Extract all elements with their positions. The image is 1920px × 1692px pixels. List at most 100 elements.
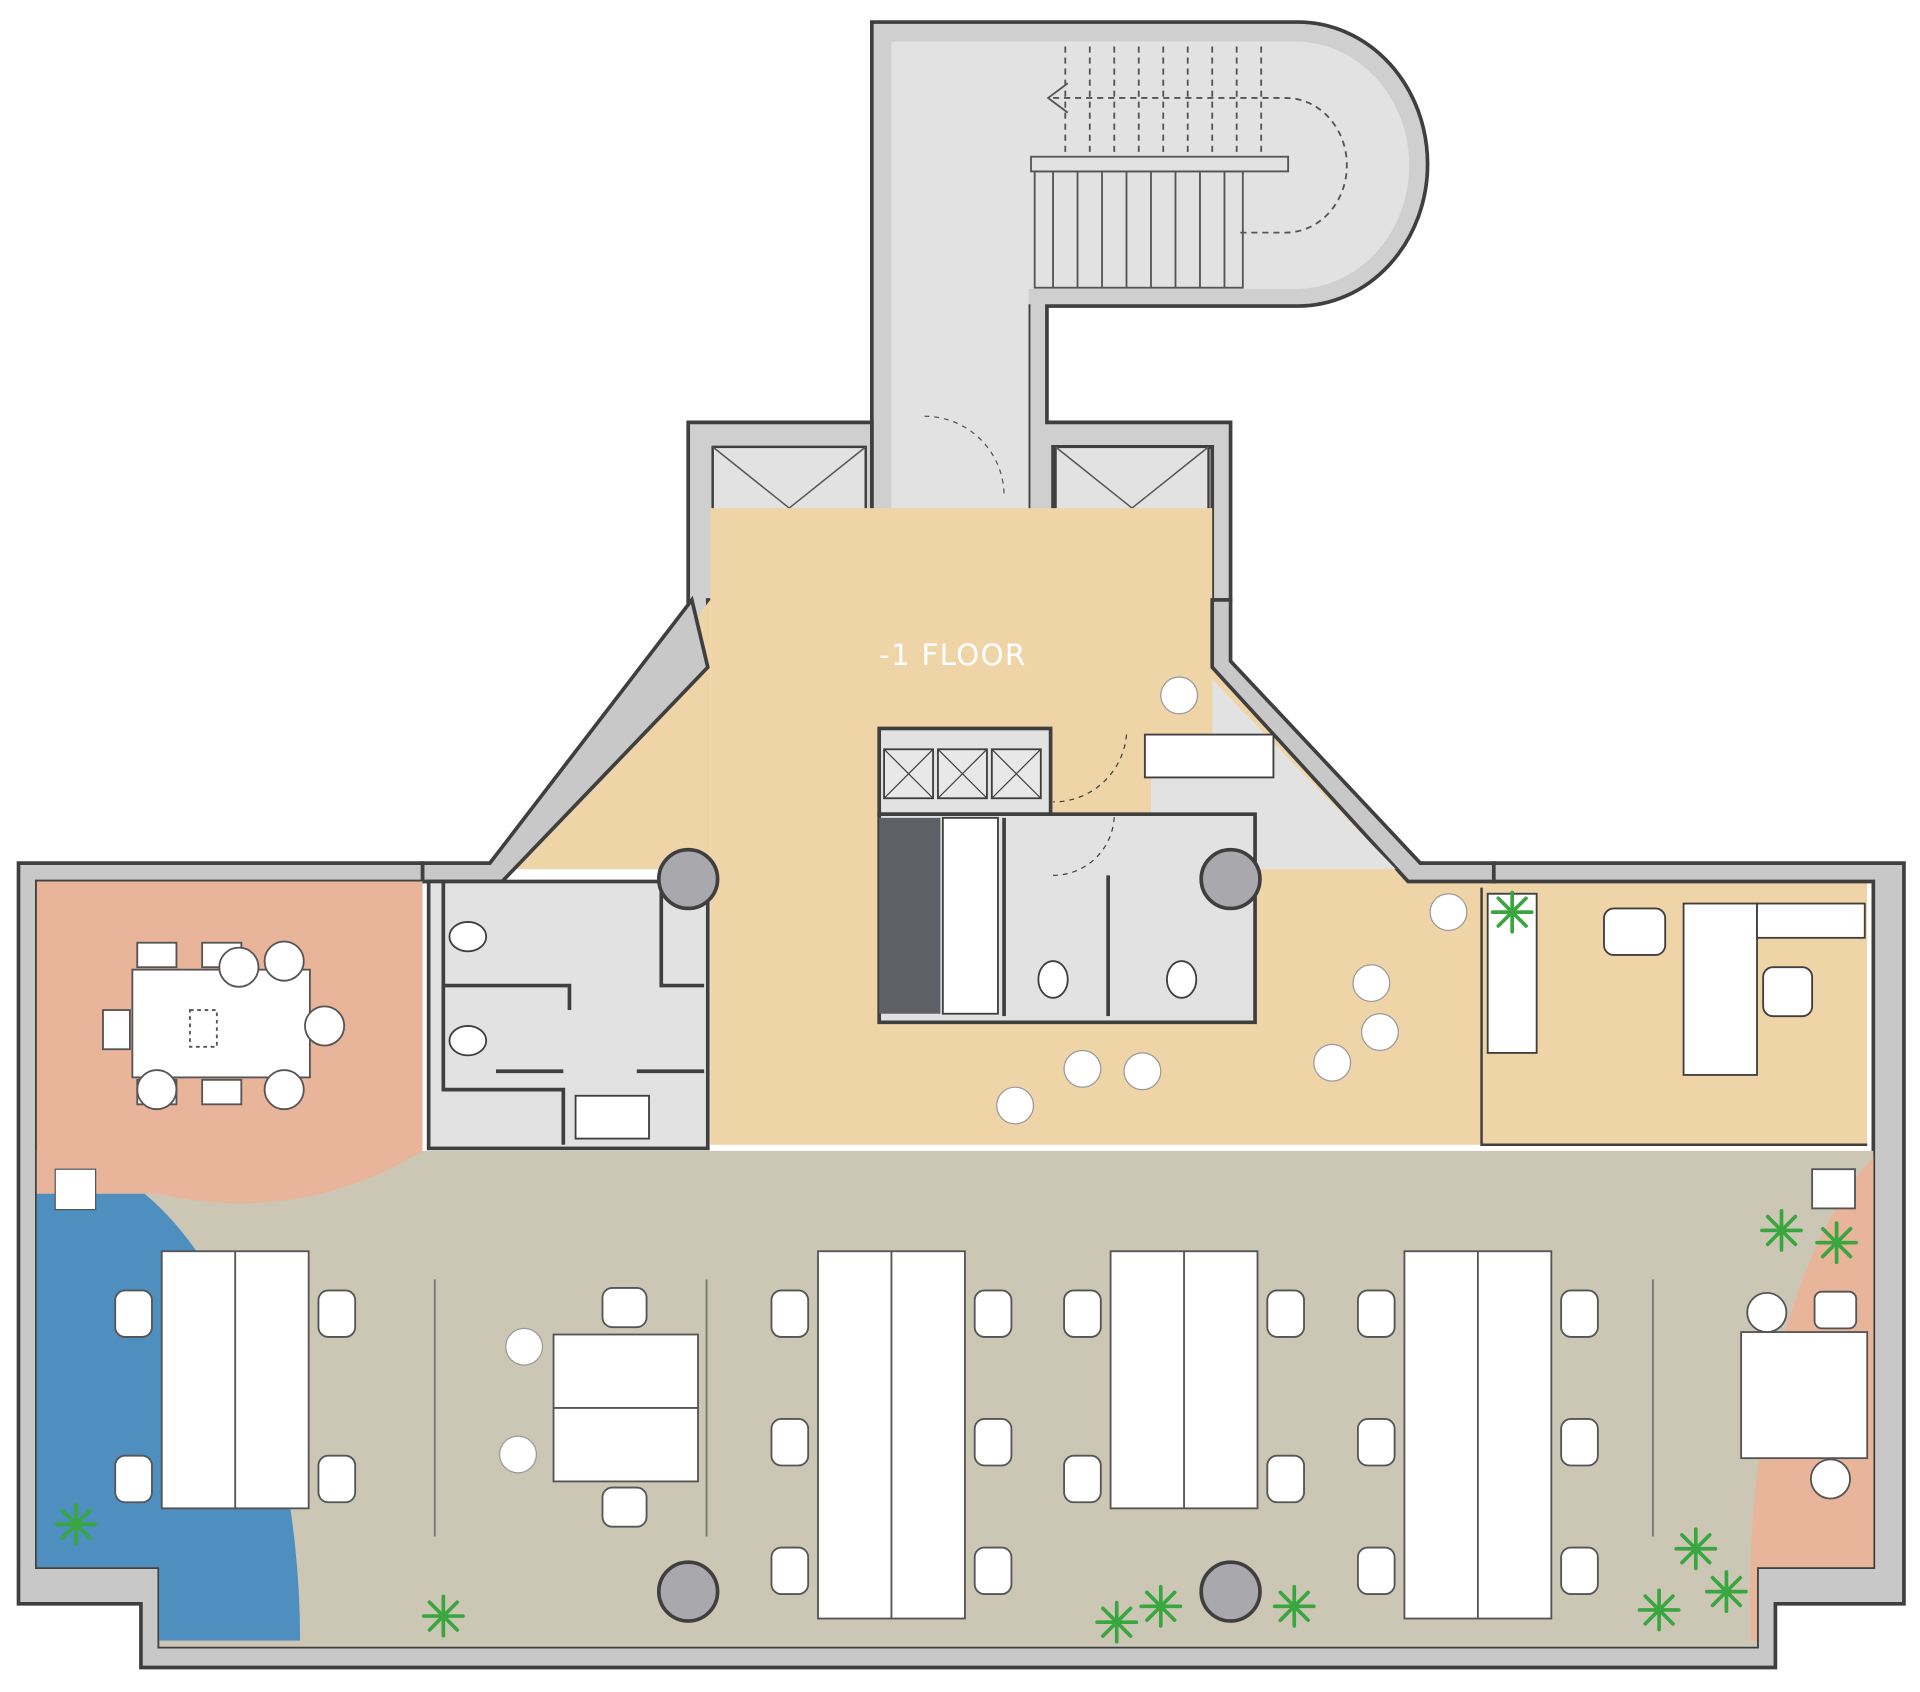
plant-leaf (60, 1508, 78, 1527)
plant-leaf (1496, 910, 1515, 928)
plant-leaf (441, 1614, 460, 1632)
column (656, 847, 720, 911)
plant-leaf (1101, 1620, 1119, 1638)
plant-leaf (1145, 1590, 1163, 1609)
plant-leaf (1114, 1606, 1133, 1625)
plant-leaf (1643, 1608, 1661, 1626)
office-chair (317, 1454, 357, 1504)
stairs (1030, 46, 1348, 289)
plant-leaf (1834, 1240, 1853, 1259)
armchair (1603, 907, 1667, 956)
plant-leaf (1158, 1590, 1177, 1609)
outer-walls (16, 861, 1906, 1670)
stool (505, 1327, 544, 1366)
office-chair (973, 1418, 1013, 1467)
plant-icon (1704, 1570, 1748, 1614)
plant-leaf (1779, 1228, 1798, 1247)
office-chair (770, 1546, 810, 1595)
plant-icon (1490, 890, 1534, 934)
office-chair (317, 1289, 357, 1338)
toilet-icon (1165, 960, 1198, 999)
office-chair (1063, 1454, 1102, 1504)
restroom-center (877, 726, 1275, 1025)
columns (656, 847, 1262, 1623)
plant-leaf (1820, 1240, 1839, 1259)
stool (1063, 1049, 1102, 1088)
stool (996, 1086, 1035, 1125)
plant-leaf (74, 1508, 92, 1527)
plant-leaf (1680, 1546, 1698, 1565)
plant-leaf (1693, 1546, 1712, 1565)
plant-leaf (1278, 1604, 1297, 1622)
column (1199, 847, 1262, 911)
plant-leaf (60, 1522, 78, 1540)
stool (1429, 893, 1468, 932)
partition-lines (433, 1279, 1654, 1537)
plant-icon (1272, 1584, 1316, 1628)
plant-icon (421, 1594, 465, 1638)
stool (1160, 676, 1199, 715)
stools (499, 676, 1468, 1474)
toilet-icon (1037, 960, 1069, 999)
plant-leaf (1710, 1575, 1729, 1594)
sink-counter (1143, 733, 1275, 779)
plant-leaf (1278, 1590, 1297, 1609)
meeting-table-right (1740, 1168, 1869, 1500)
plant-leaf (1292, 1604, 1310, 1622)
plant-leaf (1657, 1608, 1675, 1626)
stair-tower (870, 20, 1430, 602)
plant-leaf (1779, 1214, 1798, 1233)
chair (1762, 966, 1814, 1018)
plant-icon (1674, 1527, 1718, 1571)
plant-leaf (1496, 896, 1515, 914)
stool (1352, 964, 1391, 1003)
office-chair (1266, 1454, 1305, 1504)
office-chair (1356, 1418, 1396, 1467)
plant-icon (1637, 1588, 1681, 1632)
office-chair (114, 1454, 153, 1504)
plant-icon (1139, 1584, 1183, 1628)
office-chair (114, 1289, 153, 1338)
office-chair (770, 1418, 810, 1467)
plant-icon (1095, 1600, 1139, 1644)
plant-leaf (427, 1600, 446, 1618)
column (1199, 1560, 1262, 1623)
office-chair (1560, 1289, 1599, 1338)
column (656, 1560, 720, 1623)
plant-leaf (1693, 1533, 1712, 1551)
plant-leaf (441, 1600, 460, 1618)
cabinet (54, 1168, 97, 1211)
storage-block (879, 817, 941, 1014)
plant-leaf (1724, 1589, 1743, 1608)
office-chair (1356, 1546, 1396, 1595)
plant-icon (54, 1502, 98, 1546)
door-swing (924, 415, 1005, 496)
plant-leaf (1145, 1604, 1163, 1622)
plant-leaf (1657, 1594, 1675, 1612)
office-chair (1560, 1418, 1599, 1467)
stool (499, 1435, 538, 1474)
workstations (114, 1250, 1599, 1620)
office-chair (770, 1289, 810, 1338)
stool (1360, 1013, 1399, 1052)
plant-leaf (1101, 1606, 1119, 1625)
office-chair (601, 1287, 648, 1329)
plant-icon (1815, 1221, 1859, 1265)
plant-leaf (427, 1614, 446, 1632)
office-chair (973, 1546, 1013, 1595)
office-chair (973, 1289, 1013, 1338)
office-chair (1063, 1289, 1102, 1338)
plant-leaf (1643, 1594, 1661, 1612)
plant-leaf (74, 1522, 92, 1540)
office-chair (1266, 1289, 1305, 1338)
plant-icon (1760, 1209, 1803, 1252)
office-chair (601, 1486, 648, 1528)
plant-leaf (1158, 1604, 1177, 1622)
restroom-left (426, 879, 710, 1151)
meeting-table-left (102, 940, 346, 1111)
plant-leaf (1765, 1214, 1784, 1233)
plant-leaf (1292, 1590, 1310, 1609)
toilet-icon (448, 920, 488, 953)
plant-leaf (1724, 1575, 1743, 1594)
